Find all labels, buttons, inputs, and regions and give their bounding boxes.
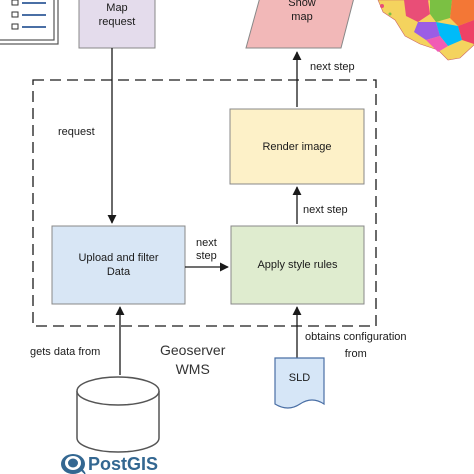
edge-label-next-step-render: next step <box>303 204 348 216</box>
render-image-box <box>229 108 365 185</box>
sld-document-shape <box>274 357 325 409</box>
show-map-shape <box>245 0 354 49</box>
edge-label-gets-data: gets data from <box>30 346 101 358</box>
geoserver-boundary <box>32 79 377 327</box>
map-request-box <box>78 0 156 49</box>
database-icon <box>76 376 160 453</box>
edge-label-obtains-config: obtains configuration from <box>305 331 407 360</box>
map-request-label: Map request <box>98 2 136 28</box>
edge-label-request: request <box>58 126 95 138</box>
postgis-elephant-icon <box>61 454 86 474</box>
apply-style-label: Apply style rules <box>257 259 338 271</box>
apply-style-box <box>230 225 365 305</box>
edge-label-next-step-apply: next step <box>196 237 217 262</box>
upload-filter-label: Upload and filter Data <box>78 252 159 278</box>
render-image-label: Render image <box>262 140 332 153</box>
sld-label: SLD <box>288 372 311 384</box>
document-icon <box>0 0 59 45</box>
show-map-label: Show map <box>288 0 316 23</box>
edge-label-next-step-show: next step <box>310 61 355 73</box>
upload-filter-box <box>51 225 186 305</box>
postgis-logo-text: PostGIS <box>88 454 159 474</box>
map-thumbnail-icon <box>377 0 474 61</box>
geoserver-wms-label: Geoserver WMS <box>160 342 226 377</box>
